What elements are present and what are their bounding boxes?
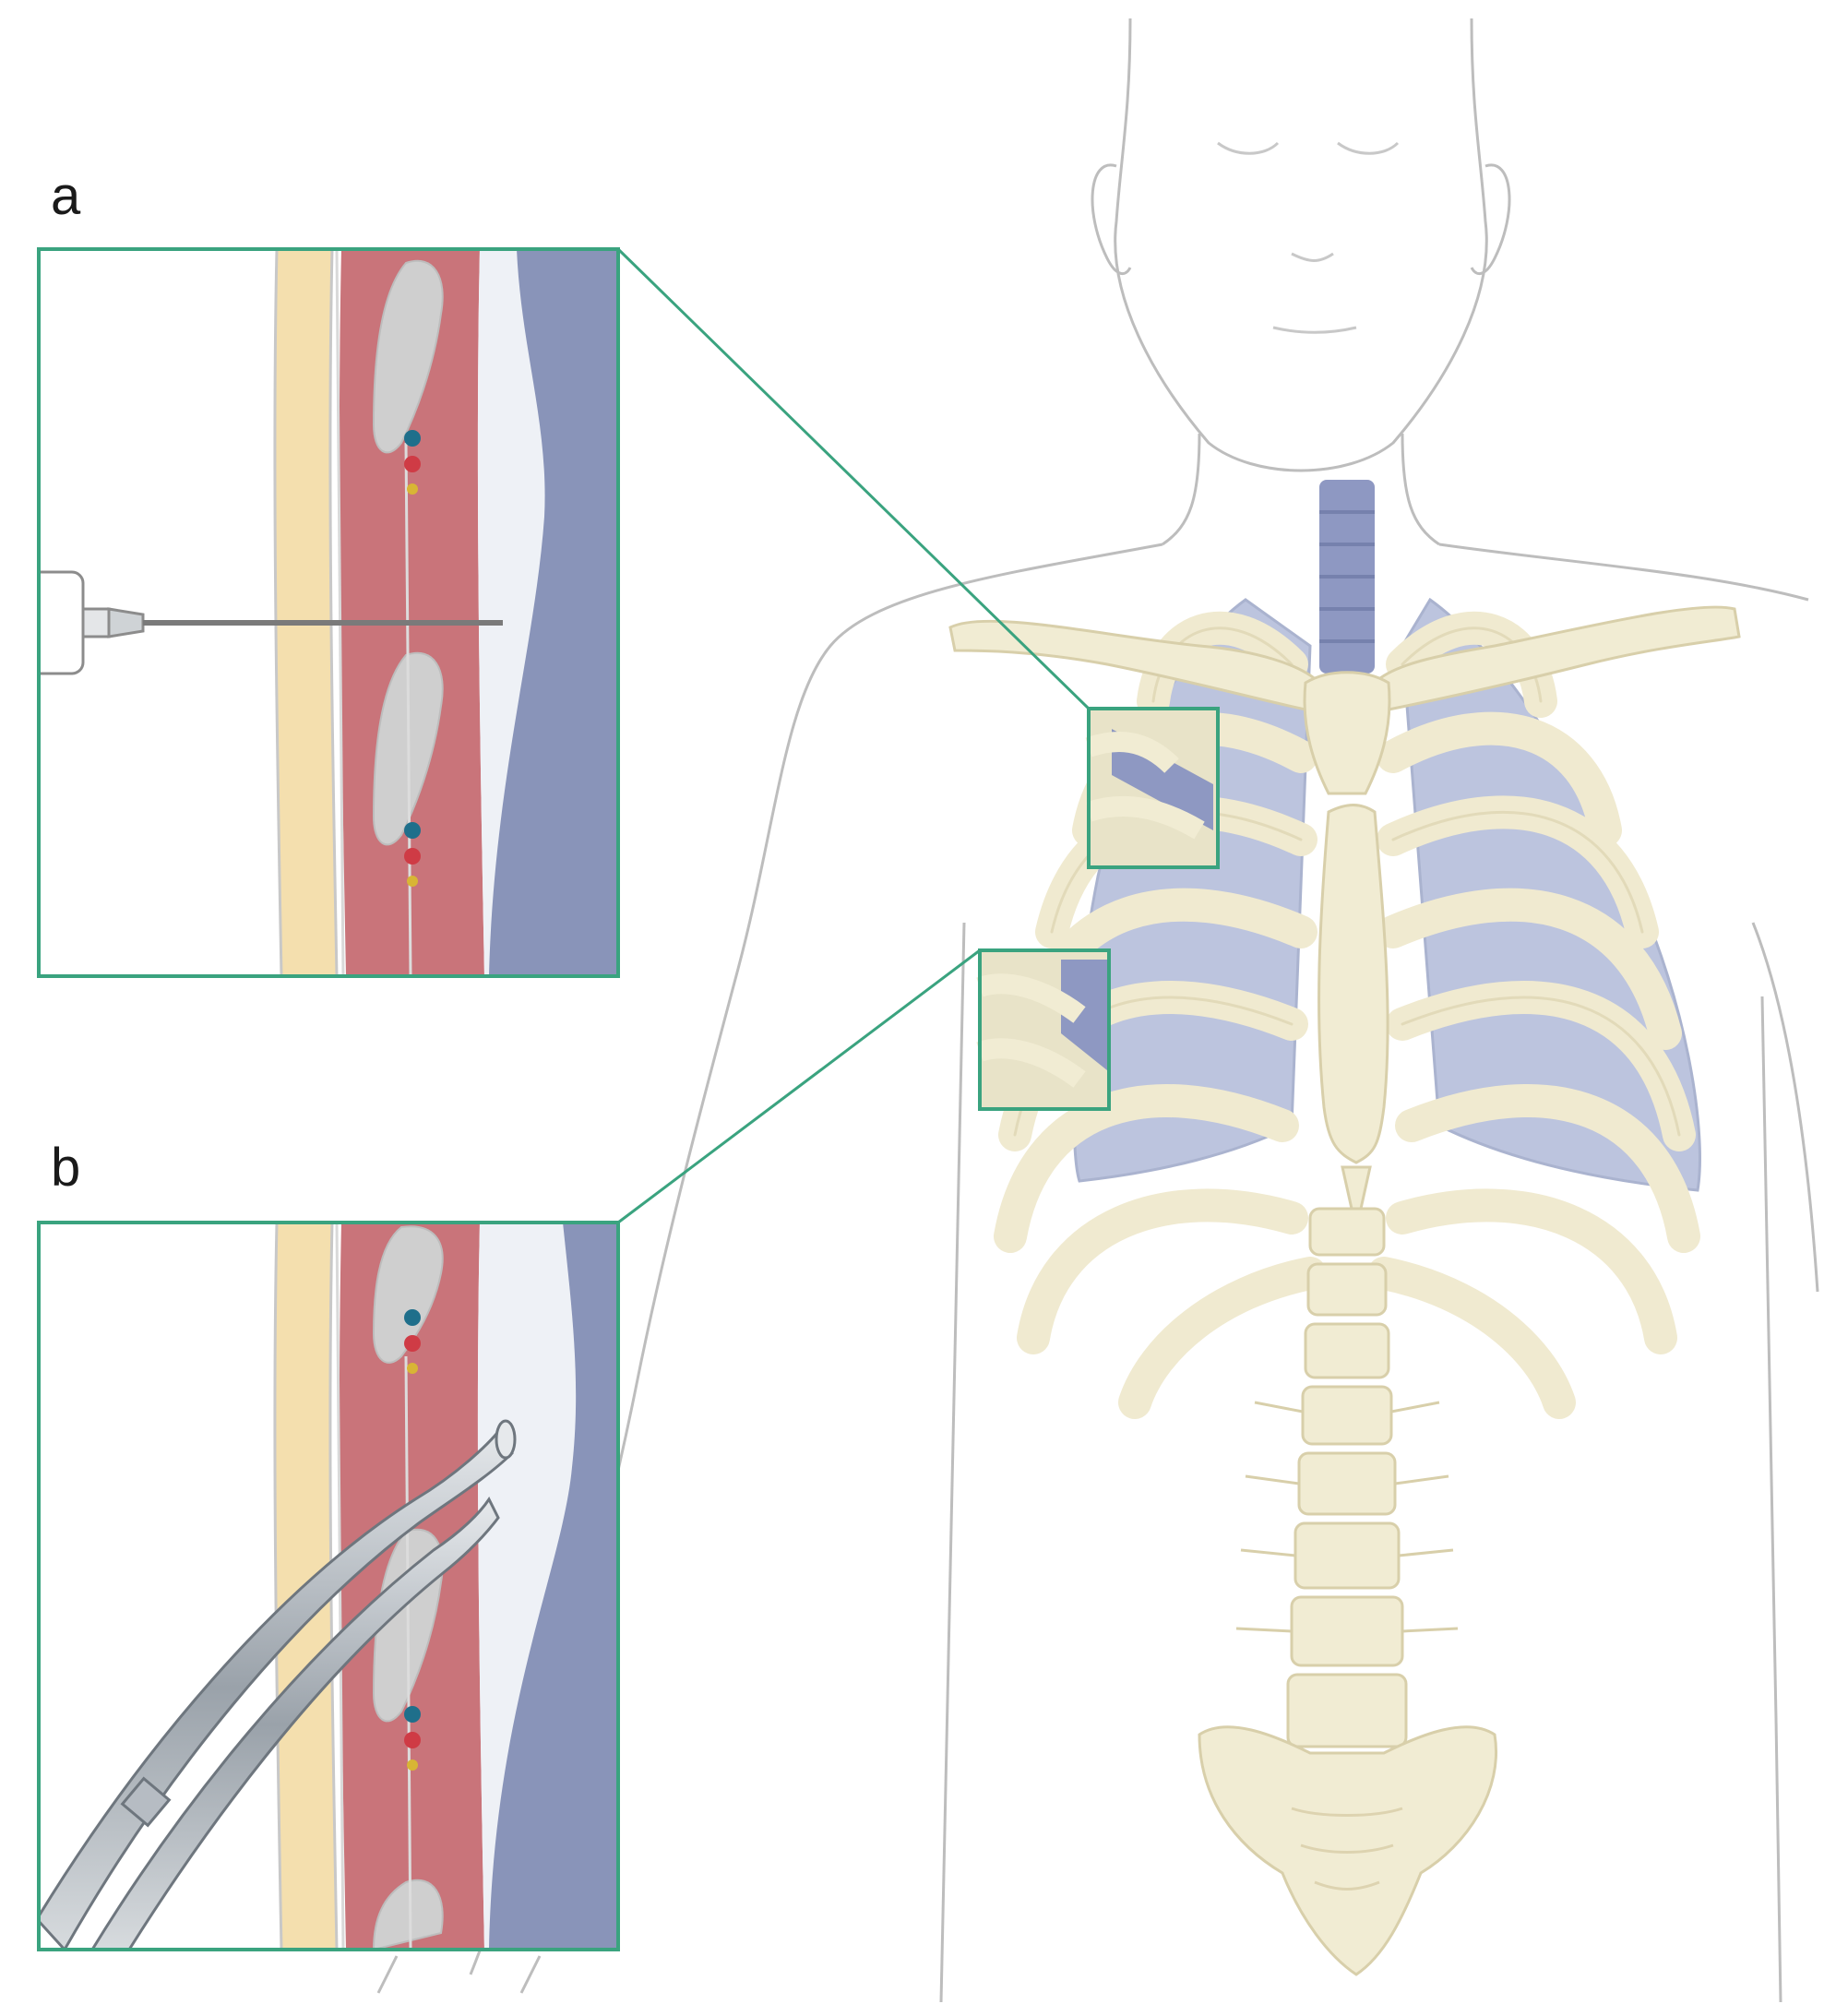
left-torso-side [939,922,966,2003]
sternum-body [1317,804,1389,1164]
connector-a [616,247,1091,710]
inset-a-border [37,247,620,978]
connector-lines [616,247,1091,1224]
rib-right-7 [1386,1188,1677,1354]
pleural-space [477,249,550,976]
rib-upper [372,259,444,454]
rib-right-2 [1377,711,1622,847]
target-marker-lower [976,948,1111,1111]
manubrium [1303,671,1391,795]
left-eye [1217,141,1280,155]
right-eye [1337,141,1400,155]
nose [1291,252,1334,262]
syringe [39,570,503,675]
right-arm [1751,922,1819,1293]
panel-a-label: a [51,166,81,226]
vein-dot [404,430,421,447]
panel-b-label: b [51,1138,80,1198]
left-arm-lower [376,1955,542,1994]
rib-left-8 [1118,1257,1327,1419]
forceps-lower-jaw [90,1497,500,1950]
inset-b [39,1223,618,1950]
forceps-joint [120,1776,172,1828]
inset-a [39,249,618,976]
right-torso-side [1760,996,1782,2003]
nerve-dot [407,483,418,495]
right-ear [1470,163,1511,275]
rib-right-4 [1377,888,1682,1050]
trachea [1319,480,1375,674]
neck-left [1162,433,1201,546]
connector-b [617,948,981,1224]
head-outline [1114,18,1488,472]
mouth [1272,326,1357,334]
rib-right-8 [1367,1257,1576,1419]
fat-layer [273,249,339,976]
xiphoid [1341,1165,1372,1211]
face [1217,141,1400,334]
rib-left-7 [1017,1188,1308,1354]
rib-right-6 [1395,1084,1700,1253]
target-markers [976,707,1220,1111]
forceps [39,1419,517,1950]
rib-left-6 [994,1084,1299,1253]
lung-tissue [489,249,618,976]
inset-b-border [37,1221,620,1951]
sacrum [1198,1725,1497,1976]
neck-right [1401,433,1440,546]
spine [1235,1207,1459,1748]
artery-dot [404,456,421,472]
forceps-tip [495,1419,517,1460]
pelvis [1198,1725,1497,1976]
target-marker-upper [1085,707,1220,869]
right-shoulder [1438,543,1809,602]
left-ear [1091,163,1132,275]
sternum [1303,671,1391,1211]
